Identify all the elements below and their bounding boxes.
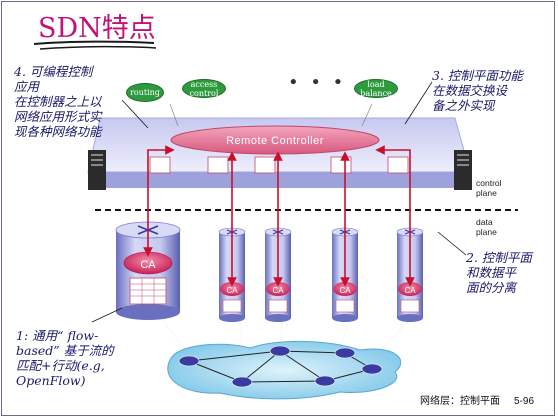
note-plane-separation: 2. 控制平面 和数据平 面的分离 bbox=[466, 250, 532, 295]
slide-footer: 网络层：控制平面 5-96 bbox=[406, 392, 534, 407]
data-plane-label: data plane bbox=[476, 217, 497, 237]
ca-label-2: CA bbox=[272, 286, 284, 295]
app-access-control: access control bbox=[182, 79, 226, 98]
app-load-balance: load balance bbox=[354, 79, 398, 98]
control-plane-label: control plane bbox=[476, 178, 502, 198]
ca-label-1: CA bbox=[226, 286, 238, 295]
note-control-separate: 3. 控制平面功能 在数据交换设 备之外实现 bbox=[432, 68, 523, 113]
app-routing: routing bbox=[126, 83, 164, 102]
page-number: 5-96 bbox=[513, 396, 534, 407]
apps-ellipsis: • • • bbox=[288, 72, 347, 93]
title-underline bbox=[33, 40, 157, 50]
note-flow-based: 1: 通用“ flow- based” 基于流的 匹配+行动(e.g, Open… bbox=[16, 328, 114, 388]
server-right bbox=[454, 150, 472, 190]
network-routers bbox=[178, 345, 383, 388]
footer-text: 网络层：控制平面 bbox=[419, 396, 500, 407]
control-arrows bbox=[143, 145, 415, 287]
ca-label-3: CA bbox=[339, 286, 351, 295]
ca-label-large: CA bbox=[140, 259, 156, 271]
server-left bbox=[88, 150, 106, 190]
slide-title: SDN特点 bbox=[38, 13, 156, 44]
ca-label-4: CA bbox=[404, 286, 416, 295]
annotation-pointers bbox=[91, 81, 467, 323]
remote-controller-label: Remote Controller bbox=[226, 135, 324, 147]
note-programmable: 4. 可编程控制 应用 在控制器之上以 网络应用形式实 现各种网络功能 bbox=[14, 64, 102, 139]
